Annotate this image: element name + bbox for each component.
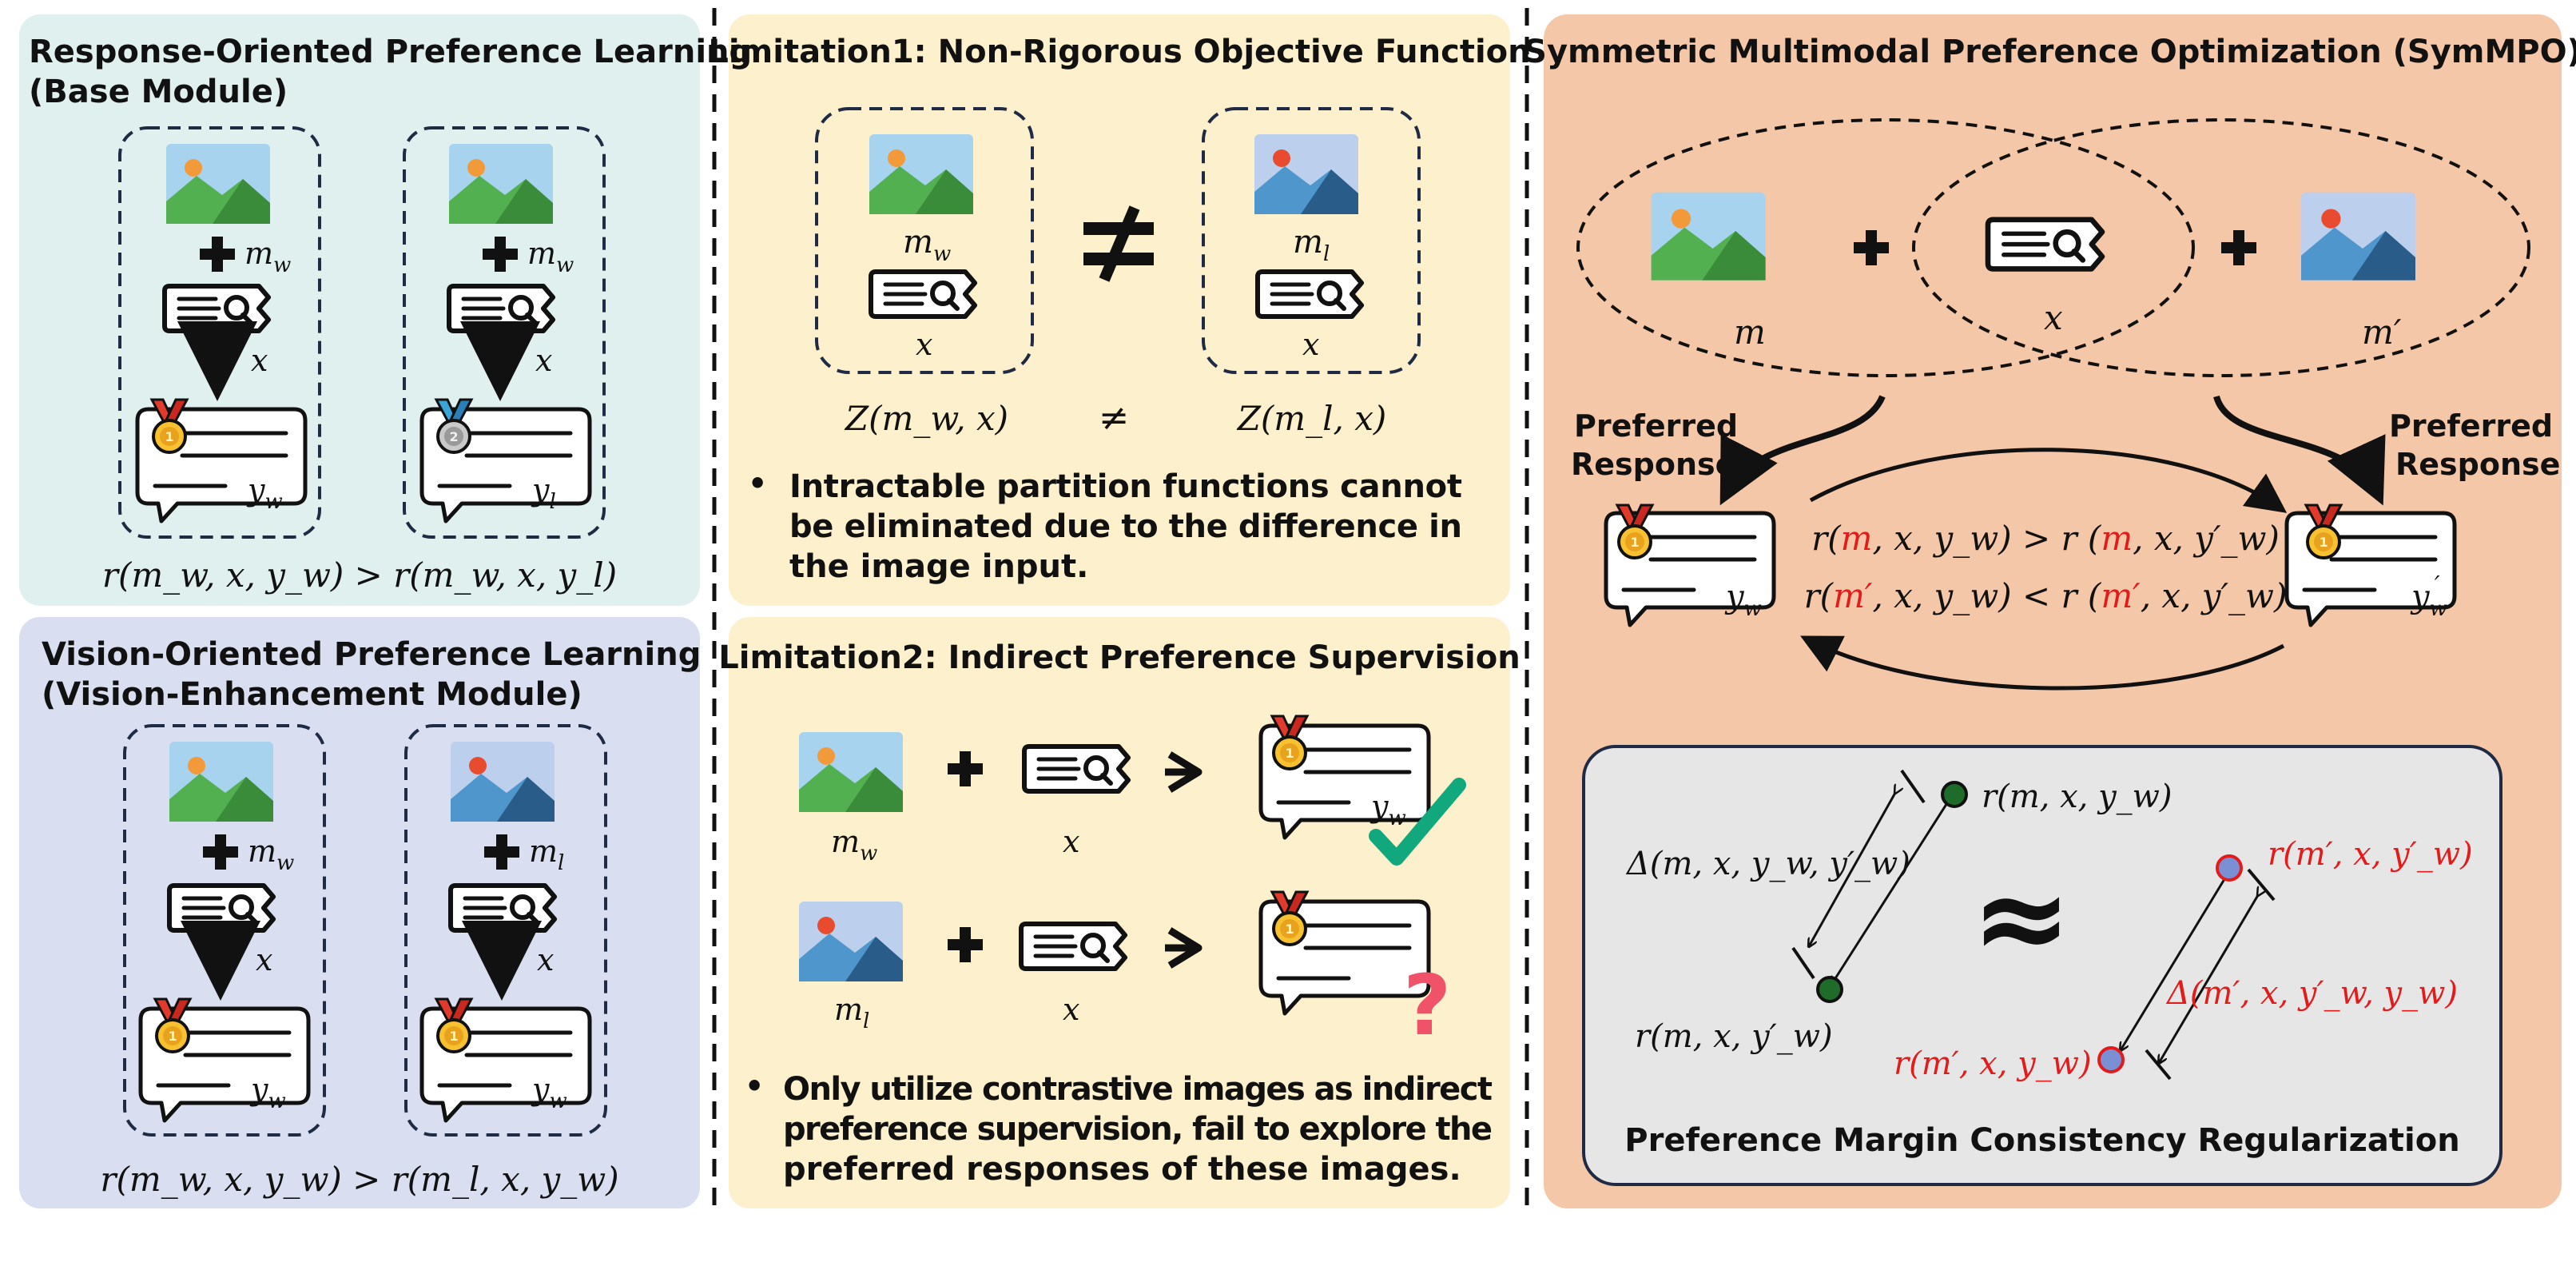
ineq2-lhs-rest: , x, y_w) < r (: [1872, 576, 2101, 615]
pref-right-line2: Response: [2395, 447, 2560, 482]
query-icon: [1258, 272, 1362, 316]
top-swap-arrow: [1809, 448, 2288, 513]
image-losing-icon: [799, 902, 903, 981]
limitation2-row2-query: x: [1063, 992, 1079, 1027]
image-winning-icon: [869, 134, 973, 214]
base-title-line1: Response-Oriented Preference Learning: [29, 34, 752, 70]
inequality-1: r(m, x, y_w) > r (m, x, y′_w): [1811, 519, 2280, 558]
vision-left-query: x: [256, 942, 272, 977]
image-winning-icon: [166, 144, 270, 224]
image-winning-icon: [1651, 192, 1766, 281]
top-left-point-label: r(m, x, y_w): [1982, 778, 2173, 815]
query-icon: [1024, 746, 1128, 791]
bottom-right-point-label: r(m′, x, y_w): [1894, 1045, 2092, 1082]
image-losing-icon: [1254, 134, 1358, 214]
vision-left-response: yw: [249, 1072, 286, 1113]
ineq2-lhs-m: m′: [1833, 576, 1873, 615]
image-losing-icon: [451, 742, 555, 822]
approx-symbol: ≈: [1971, 849, 2072, 988]
pref-left-line2: Response: [1571, 447, 1735, 482]
not-equal-symbol: [1083, 205, 1154, 282]
margin-title: Preference Margin Consistency Regulariza…: [1624, 1122, 2459, 1159]
left-point-link: [1831, 799, 1950, 985]
limitation1-note-line3: the image input.: [789, 548, 1088, 585]
base-left-query: x: [251, 343, 268, 378]
vision-left-mask: mw: [248, 834, 294, 875]
image-losing-icon: [2301, 192, 2415, 281]
bottom-left-point-label: r(m, x, y′_w): [1635, 1018, 1833, 1055]
left-delta-label: Δ(m, x, y_w, y′_w): [1625, 846, 1910, 882]
ineq1-rhs-rest: , x, y′_w): [2133, 519, 2280, 558]
bottom-left-point: [1816, 976, 1843, 1003]
pref-left-line1: Preferred: [1574, 408, 1738, 444]
left-ellipse: [1576, 118, 2195, 377]
limitation1-left-partition: Z(m_w, x): [844, 399, 1008, 438]
base-left-response: yw: [246, 472, 283, 514]
query-icon: [871, 272, 975, 316]
top-left-point: [1941, 781, 1968, 808]
right-ellipse: [1912, 118, 2530, 377]
limitation1-title: Limitation1: Non-Rigorous Objective Func…: [708, 34, 1530, 70]
vision-title-line2: (Vision-Enhancement Module): [42, 676, 582, 713]
bottom-right-point: [2097, 1046, 2125, 1073]
ineq1-lhs-rest: , x, y_w) > r (: [1872, 519, 2101, 558]
check-icon: [1369, 778, 1466, 866]
top-right-point: [2216, 854, 2243, 882]
limitation1-neq: ≠: [1099, 396, 1130, 439]
base-right-card: mw x yl: [403, 126, 606, 539]
right-preferred-arrow: [2213, 395, 2386, 506]
limitation2-row1-mask: mw: [831, 824, 877, 866]
right-delta-arrow: [2159, 895, 2258, 1063]
query-icon: [451, 886, 555, 930]
ineq1-rhs-m: m: [2101, 519, 2133, 558]
limitation1-right-query: x: [1302, 327, 1319, 362]
vision-right-query: x: [537, 942, 554, 977]
sympo-title: Symmetric Multimodal Preference Optimiza…: [1524, 34, 2576, 70]
vision-left-card: mw x yw: [123, 724, 326, 1137]
base-title-line2: (Base Module): [29, 74, 288, 110]
limitation2-row1-query: x: [1063, 824, 1079, 859]
limitation2-bullet: •: [745, 1069, 764, 1104]
limitation1-left-query: x: [916, 327, 932, 362]
right-delta-label: Δ(m′, x, y′_w, y_w): [2165, 975, 2458, 1012]
image-winning-icon: [449, 144, 553, 224]
question-icon: ?: [1403, 957, 1451, 1054]
query-icon: [169, 886, 273, 930]
image-winning-icon: [169, 742, 273, 822]
bottom-swap-arrow: [1800, 635, 2285, 691]
left-preferred-arrow: [1719, 395, 1886, 506]
limitation1-right-partition: Z(m_l, x): [1236, 399, 1387, 438]
query-icon: [165, 286, 268, 331]
pref-right-line1: Preferred: [2389, 408, 2553, 444]
limitation2-note-line3: preferred responses of these images.: [783, 1151, 1461, 1188]
base-right-query: x: [535, 343, 552, 378]
top-right-point-label: r(m′, x, y′_w): [2268, 836, 2473, 873]
limitation1-bullet: •: [748, 466, 767, 501]
inequality-2: r(m′, x, y_w) < r (m′, x, y′_w): [1804, 576, 2288, 615]
vision-right-card: ml x yw: [404, 724, 607, 1137]
limitation1-note-line1: Intractable partition functions cannot: [789, 468, 1462, 505]
query-icon: [1988, 220, 2102, 269]
ineq2-rhs-m: m′: [2101, 576, 2141, 615]
limitation2-row2: ml x ?: [799, 890, 1451, 1054]
sympo-query-label: x: [2044, 298, 2063, 337]
query-icon: [449, 286, 553, 331]
ineq1-lhs-m: m: [1841, 519, 1873, 558]
limitation2-note-line2: preference supervision, fail to explore …: [783, 1111, 1493, 1148]
limitation2-row1: mw x yw: [799, 715, 1466, 866]
vision-title-line1: Vision-Oriented Preference Learning: [42, 636, 701, 673]
limitation2-title: Limitation2: Indirect Preference Supervi…: [718, 639, 1520, 676]
limitation2-note-line1: Only utilize contrastive images as indir…: [783, 1071, 1493, 1108]
base-relation: r(m_w, x, y_w) > r(m_w, x, y_l): [102, 555, 617, 595]
vision-relation: r(m_w, x, y_w) > r(m_l, x, y_w): [100, 1160, 618, 1199]
limitation1-note-line2: be eliminated due to the difference in: [789, 508, 1462, 545]
image-winning-icon: [799, 732, 903, 812]
sympo-right-image-label: m′: [2362, 313, 2402, 352]
sympo-left-image-label: m: [1734, 313, 1766, 352]
ineq2-rhs-rest: , x, y′_w): [2141, 576, 2288, 615]
query-icon: [1021, 924, 1125, 969]
